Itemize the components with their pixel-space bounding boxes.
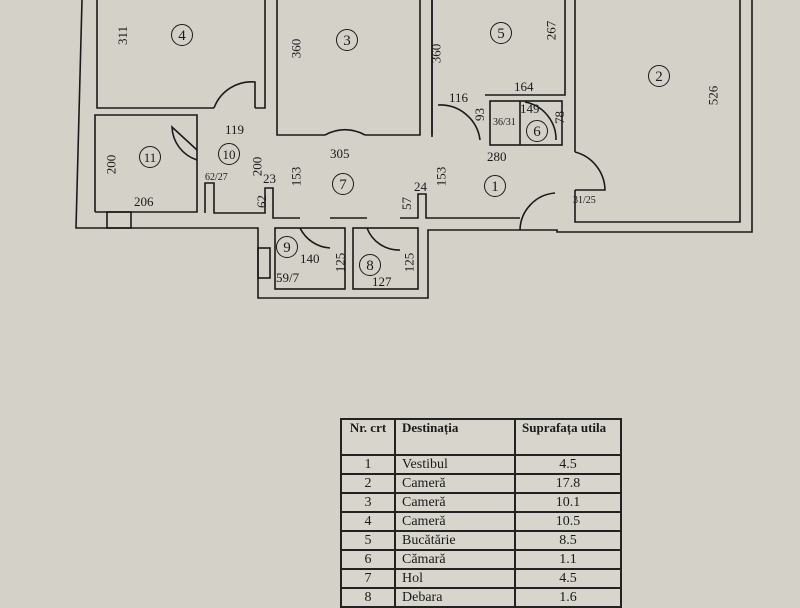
dim-label: 360 <box>428 43 444 64</box>
dim-label: 149 <box>520 101 540 116</box>
dim-label: 206 <box>134 194 154 209</box>
dim-label: 116 <box>449 90 469 105</box>
cell-nr: 4 <box>340 511 396 532</box>
dim-label: 119 <box>225 122 245 137</box>
cell-destination: Cameră <box>394 511 516 532</box>
cell-area: 4.5 <box>514 568 622 589</box>
cell-nr: 7 <box>340 568 396 589</box>
dim-label: 125 <box>401 252 417 273</box>
room-number-6: 6 <box>526 120 548 142</box>
dim-label: 200 <box>103 154 119 175</box>
cell-destination: Debara <box>394 587 516 608</box>
dim-label: 62 <box>254 195 269 208</box>
dim-label: 311 <box>115 25 131 46</box>
dim-label: 78 <box>552 111 567 124</box>
cell-destination: Cămară <box>394 549 516 570</box>
cell-area: 8.5 <box>514 530 622 551</box>
dim-label: 62/27 <box>205 172 228 183</box>
room-number-7: 7 <box>332 173 354 195</box>
column-header-destination: Destinația <box>394 418 516 456</box>
cell-nr: 2 <box>340 473 396 494</box>
dim-label: 153 <box>433 166 449 187</box>
room-number-1: 1 <box>484 175 506 197</box>
room-number-3: 3 <box>336 29 358 51</box>
dim-label: 125 <box>332 252 348 273</box>
cell-destination: Cameră <box>394 492 516 513</box>
cell-destination: Bucătărie <box>394 530 516 551</box>
cell-area: 10.1 <box>514 492 622 513</box>
dim-label: 57 <box>399 197 414 210</box>
cell-area: 1.1 <box>514 549 622 570</box>
dim-label: 280 <box>487 149 507 164</box>
dim-label: 526 <box>705 85 721 106</box>
room-number-11: 11 <box>139 146 161 168</box>
dim-label: 164 <box>514 79 534 94</box>
cell-area: 17.8 <box>514 473 622 494</box>
cell-nr: 3 <box>340 492 396 513</box>
dim-label: 36/31 <box>493 117 516 128</box>
dim-label: 305 <box>330 146 350 161</box>
dim-label: 59/7 <box>276 270 300 285</box>
dim-label: 153 <box>288 166 304 187</box>
cell-area: 4.5 <box>514 454 622 475</box>
room-number-10: 10 <box>218 143 240 165</box>
table-header-row: Nr. crt Destinația Suprafața utila <box>340 418 622 456</box>
dim-label: 23 <box>263 171 276 186</box>
dim-label: 24 <box>414 179 427 194</box>
cell-destination: Vestibul <box>394 454 516 475</box>
cell-nr: 5 <box>340 530 396 551</box>
dim-label: 200 <box>249 156 265 177</box>
dim-label: 127 <box>372 274 392 289</box>
room-number-2: 2 <box>648 65 670 87</box>
dim-label: 93 <box>472 108 487 121</box>
cell-destination: Cameră <box>394 473 516 494</box>
dim-label: 140 <box>300 251 320 266</box>
dim-label: 31/25 <box>573 195 596 206</box>
cell-nr: 6 <box>340 549 396 570</box>
cell-nr: 8 <box>340 587 396 608</box>
column-header-nr: Nr. crt <box>340 418 396 456</box>
room-number-5: 5 <box>490 22 512 44</box>
cell-area: 10.5 <box>514 511 622 532</box>
room-number-4: 4 <box>171 24 193 46</box>
cell-area: 1.6 <box>514 587 622 608</box>
dim-label: 360 <box>288 38 304 59</box>
room-number-9: 9 <box>276 236 298 258</box>
dim-label: 267 <box>543 20 559 41</box>
cell-nr: 1 <box>340 454 396 475</box>
column-header-area: Suprafața utila <box>514 418 622 456</box>
room-number-8: 8 <box>359 254 381 276</box>
cell-destination: Hol <box>394 568 516 589</box>
